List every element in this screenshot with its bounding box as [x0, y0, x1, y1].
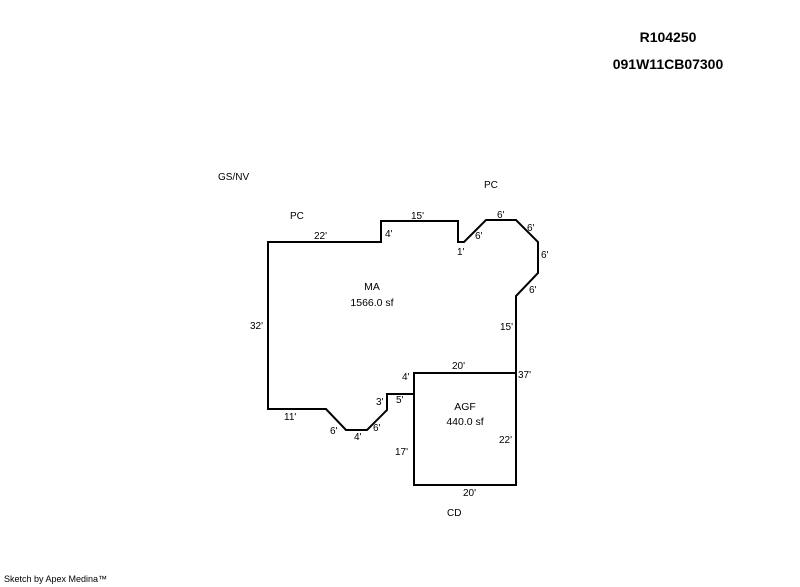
dim-ma-step-garage: 4' — [402, 372, 410, 383]
dim-ma-diag-up: 6' — [475, 231, 483, 242]
dim-ma-diag-right-top: 6' — [527, 223, 535, 234]
dim-ma-top-mid: 15' — [411, 211, 424, 222]
dim-ma-step-top: 5' — [396, 395, 404, 406]
dim-ma-top-right: 6' — [497, 210, 505, 221]
pc-left-label: PC — [290, 211, 304, 222]
main-area-code: MA — [364, 281, 380, 293]
dim-ma-bottom-short: 4' — [354, 432, 362, 443]
dim-ma-step-left: 3' — [376, 397, 384, 408]
dim-ma-right-short: 6' — [541, 250, 549, 261]
dim-ma-right-mid: 15' — [500, 322, 513, 333]
gs-nv-label: GS/NV — [218, 172, 249, 183]
cd-label: CD — [447, 508, 461, 519]
dim-agf-left: 17' — [395, 447, 408, 458]
parcel-number: 091W11CB07300 — [612, 56, 724, 72]
dim-ma-left: 32' — [250, 321, 263, 332]
dim-ma-diag-right-bottom: 6' — [529, 285, 537, 296]
garage-outline — [413, 372, 517, 486]
dim-ma-notch-down: 1' — [457, 247, 465, 258]
account-id: R104250 — [639, 29, 697, 45]
sketch-credit: Sketch by Apex Medina™ — [4, 574, 108, 584]
dim-ma-bottom-left: 11' — [284, 412, 296, 423]
garage-area-size: 440.0 sf — [446, 416, 483, 428]
main-area-size: 1566.0 sf — [350, 297, 393, 309]
dim-agf-right: 22' — [499, 435, 512, 446]
dim-ma-diag-bottom-right: 6' — [373, 423, 381, 434]
dim-ma-diag-bottom-left: 6' — [330, 426, 338, 437]
dim-agf-bottom: 20' — [463, 488, 476, 499]
dim-ma-right-total: 37' — [518, 370, 531, 381]
pc-right-label: PC — [484, 180, 498, 191]
main-area-outline — [267, 219, 539, 431]
dim-ma-step-up: 4' — [385, 229, 393, 240]
dim-agf-top: 20' — [452, 361, 465, 372]
dim-ma-top-left: 22' — [314, 231, 327, 242]
garage-area-code: AGF — [454, 401, 476, 413]
